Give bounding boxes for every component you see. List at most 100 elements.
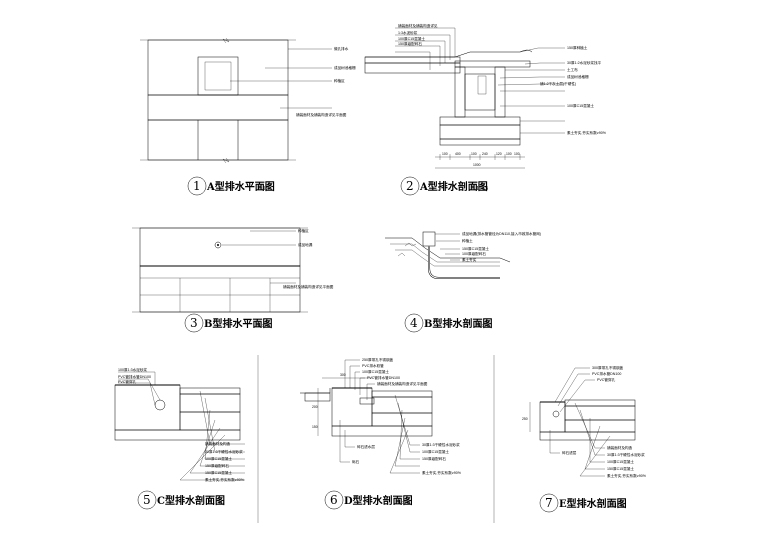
- drawing-5-number: 5: [143, 493, 151, 507]
- section-a-label-5: 150厚种植土: [567, 45, 588, 50]
- plan-a-label-3: 种植区: [334, 78, 345, 83]
- section-d-label-2: PVC排水软管: [362, 363, 384, 368]
- plan-a-label-1: 微孔排水: [334, 46, 349, 51]
- section-d-label-9: 素土夯实,夯实系数≥90%: [422, 470, 462, 475]
- section-a-dim-3: 100: [471, 152, 477, 156]
- drawing-5-scale: 1:10: [212, 500, 225, 506]
- section-a-label-2: 1:3水泥砂浆: [398, 30, 418, 35]
- drawing-2-number-circle: [400, 176, 420, 196]
- drawing-4-number: 4: [410, 316, 418, 330]
- section-e-label-3: PVC管穿孔: [597, 377, 616, 382]
- drawing-5-section-c: 100厚1:3水泥砂浆 PVC管排水管DN100 PVC管穿孔 铺装面材及构造 …: [114, 367, 245, 510]
- drawing-4-title: B型排水剖面图: [424, 317, 492, 330]
- section-b-label-2: 种植土: [462, 238, 473, 243]
- section-b-label-1: 成品地漏(排水管管径为DN110,接入市政排水管网): [462, 231, 541, 236]
- drawing-2-section-a: 100 400 100 240 120 100 100 1000 铺装面材及铺装…: [364, 23, 607, 196]
- section-d-label-11: 砾石: [352, 459, 360, 464]
- drawing-7-scale: 1:10: [614, 503, 627, 509]
- drawing-6-title: D型排水剖面图: [344, 494, 413, 507]
- section-a-label-8: 成品树池格栅: [567, 74, 589, 79]
- drawing-1-plan-a: 微孔排水 成品树池格栅 种植区 铺装面材及铺装构造详见平面图 1 A型排水平面图…: [140, 37, 356, 196]
- section-c-label-8: 150厚C15混凝土: [205, 470, 232, 475]
- section-d-label-7: 100厚C15混凝土: [422, 449, 449, 454]
- section-d-label-4: PVC管排水管DN100: [367, 375, 400, 380]
- drawing-1-title: A型排水平面图: [206, 180, 275, 193]
- section-d-label-5: 铺装面材及铺装构造详见平面图: [377, 381, 428, 386]
- section-a-dim-total: 1000: [473, 163, 481, 167]
- drawing-6-section-d: 300 200 150 250厚带孔不锈钢盖 PVC排水软管 100厚C15混凝…: [300, 357, 462, 510]
- section-c-label-3: PVC管穿孔: [118, 379, 137, 384]
- section-e-label-5: 30厚1:3干硬性水泥砂浆: [607, 452, 645, 457]
- plan-b-label-3: 铺装面材及铺装构造详见平面图: [283, 284, 334, 289]
- section-c-label-7: 150厚级配碎石: [205, 463, 229, 468]
- plan-a-label-2: 成品树池格栅: [334, 65, 356, 70]
- section-a-dim-6: 100: [506, 152, 512, 156]
- section-d-label-1: 250厚带孔不锈钢盖: [362, 357, 394, 362]
- section-e-label-7: 150厚C15混凝土: [607, 466, 634, 471]
- section-a-dim-7: 100: [514, 152, 520, 156]
- floor-drain-icon: [214, 241, 222, 249]
- drawing-6-number: 6: [330, 493, 338, 507]
- section-b-label-4: 100厚级配碎石: [462, 251, 486, 256]
- section-e-label-1: 300厚带孔不锈钢盖: [592, 365, 624, 370]
- section-d-label-6: 30厚1:3干硬性水泥砂浆: [422, 442, 460, 447]
- drawing-2-number: 2: [406, 179, 414, 193]
- drawing-7-section-e: 250 300厚带孔不锈钢盖 PVC排水管DN100 PVC管穿孔 铺装面材及构…: [522, 365, 647, 513]
- plan-b-label-2: 成品地漏: [298, 242, 313, 247]
- section-a-label-7: 土工布: [567, 67, 578, 72]
- section-a-dim-4: 240: [482, 152, 488, 156]
- section-e-label-6: 100厚C15混凝土: [607, 459, 634, 464]
- section-b-label-3: 150厚C15混凝土: [462, 246, 489, 251]
- section-d-dim-2: 200: [312, 405, 318, 409]
- section-e-label-4: 铺装面材及构造: [607, 445, 633, 450]
- drawing-3-scale: 1:15: [258, 323, 271, 329]
- section-a-dim-1: 100: [442, 152, 448, 156]
- drawing-4-number-circle: [404, 313, 424, 333]
- drawing-7-title: E型排水剖面图: [559, 497, 627, 510]
- drawing-3-plan-b: 种植区 成品地漏 铺装面材及铺装构造详见平面图 3 B型排水平面图 1:15: [132, 227, 334, 333]
- section-b-label-5: 素土夯实: [462, 257, 477, 262]
- section-a-label-10: 100厚C15混凝土: [567, 103, 594, 108]
- drawing-7-number-circle: [539, 493, 559, 513]
- drawing-4-section-b: 成品地漏(排水管管径为DN110,接入市政排水管网) 种植土 150厚C15混凝…: [385, 231, 541, 333]
- section-a-label-4: 150厚级配碎石: [398, 41, 422, 46]
- drawing-6-number-circle: [324, 490, 344, 510]
- section-e-label-8: 素土夯实,夯实系数≥90%: [607, 473, 647, 478]
- drawing-5-number-circle: [137, 490, 157, 510]
- section-a-label-3: 100厚C15混凝土: [398, 36, 425, 41]
- section-e-label-9: 碎石滤层: [562, 450, 577, 455]
- section-e-dim-1: 250: [522, 417, 528, 421]
- drawing-2-scale: 1:15: [476, 186, 489, 192]
- section-a-dim-5: 120: [496, 152, 502, 156]
- section-a-dim-2: 400: [455, 152, 461, 156]
- section-d-dim-1: 300: [340, 373, 346, 377]
- drawing-3-number-circle: [184, 313, 204, 333]
- drawing-1-number-circle: [187, 176, 207, 196]
- section-c-label-9: 素土夯实,夯实系数≥90%: [205, 477, 245, 482]
- section-e-label-2: PVC排水管DN100: [592, 371, 621, 376]
- plan-b-label-1: 种植区: [298, 228, 309, 233]
- section-d-label-10: 碎石滤水层: [357, 444, 375, 449]
- drawing-4-scale: 1:15: [478, 323, 491, 329]
- section-c-label-5: 30厚1:3干硬性水泥砂浆: [205, 449, 243, 454]
- section-c-label-4: 铺装面材及构造: [205, 441, 231, 446]
- section-c-label-6: 100厚C15混凝土: [205, 456, 232, 461]
- section-c-label-2: PVC管排水管DN100: [118, 374, 151, 379]
- drawing-7-number: 7: [545, 496, 553, 510]
- section-a-label-6: 30厚1:2水泥砂浆找平: [567, 60, 602, 65]
- drawing-2-title: A型排水剖面图: [419, 180, 488, 193]
- drawing-3-number: 3: [190, 316, 198, 330]
- drawing-3-title: B型排水平面图: [204, 317, 272, 330]
- plan-a-label-4: 铺装面材及铺装构造详见平面图: [296, 112, 347, 117]
- drawing-5-title: C型排水剖面图: [157, 494, 225, 507]
- section-a-label-9: 铺1:2干灰土层(干硬性): [540, 81, 576, 86]
- section-a-label-1: 铺装面材及铺装构造详见: [398, 23, 438, 28]
- section-c-label-1: 100厚1:3水泥砂浆: [118, 367, 147, 372]
- section-d-label-8: 150厚级配碎石: [422, 456, 446, 461]
- section-a-label-11: 素土夯实,夯实系数≥90%: [567, 130, 607, 135]
- drawing-1-number: 1: [193, 179, 201, 193]
- section-d-dim-3: 150: [312, 425, 318, 429]
- drawing-1-scale: 1:15: [257, 186, 270, 192]
- drawing-6-scale: 1:10: [398, 500, 411, 506]
